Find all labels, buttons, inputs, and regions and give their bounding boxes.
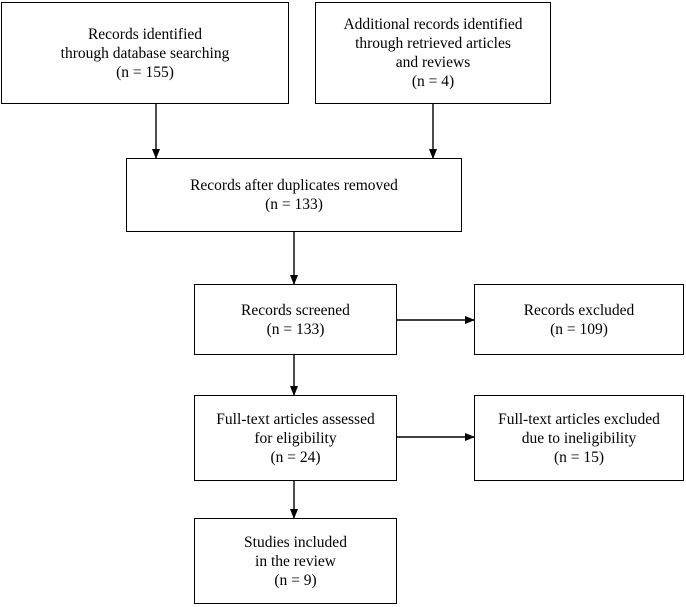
fulltext-assessed-line-2: for eligibility — [254, 429, 337, 447]
records-screened-count: (n = 133) — [266, 320, 325, 338]
fulltext-excluded-count: (n = 15) — [553, 448, 605, 466]
fulltext-excluded-box: Full-text articles excluded due to ineli… — [474, 395, 684, 481]
records-excluded-count: (n = 109) — [550, 320, 608, 338]
additional-records-line-1: Additional records identified — [343, 16, 523, 33]
records-identified-line-1: Records identified — [87, 25, 203, 43]
fulltext-excluded-line-2: due to ineligibility — [521, 429, 637, 447]
duplicates-removed-box: Records after duplicates removed (n = 13… — [126, 158, 462, 232]
additional-records-count: (n = 4) — [411, 73, 455, 90]
additional-records-line-3: and reviews — [395, 54, 471, 71]
fulltext-assessed-line-1: Full-text articles assessed — [216, 410, 375, 428]
records-identified-count: (n = 155) — [116, 63, 174, 81]
records-excluded-box: Records excluded (n = 109) — [474, 284, 684, 355]
additional-records-box: Additional records identified through re… — [315, 2, 551, 104]
studies-included-line-1: Studies included — [244, 533, 347, 551]
fulltext-assessed-box: Full-text articles assessed for eligibil… — [194, 395, 397, 481]
fulltext-assessed-count: (n = 24) — [270, 448, 321, 466]
records-screened-label: Records screened — [241, 301, 350, 319]
studies-included-line-2: in the review — [255, 552, 336, 570]
records-screened-box: Records screened (n = 133) — [194, 284, 397, 355]
additional-records-line-2: through retrieved articles — [355, 35, 511, 52]
fulltext-excluded-line-1: Full-text articles excluded — [498, 410, 660, 428]
studies-included-box: Studies included in the review (n = 9) — [194, 518, 397, 604]
records-excluded-label: Records excluded — [523, 301, 635, 319]
records-identified-line-2: through database searching — [60, 44, 230, 62]
duplicates-removed-label: Records after duplicates removed — [190, 177, 398, 194]
studies-included-count: (n = 9) — [274, 571, 317, 589]
duplicates-removed-count: (n = 133) — [265, 196, 323, 213]
records-identified-box: Records identified through database sear… — [1, 2, 289, 104]
